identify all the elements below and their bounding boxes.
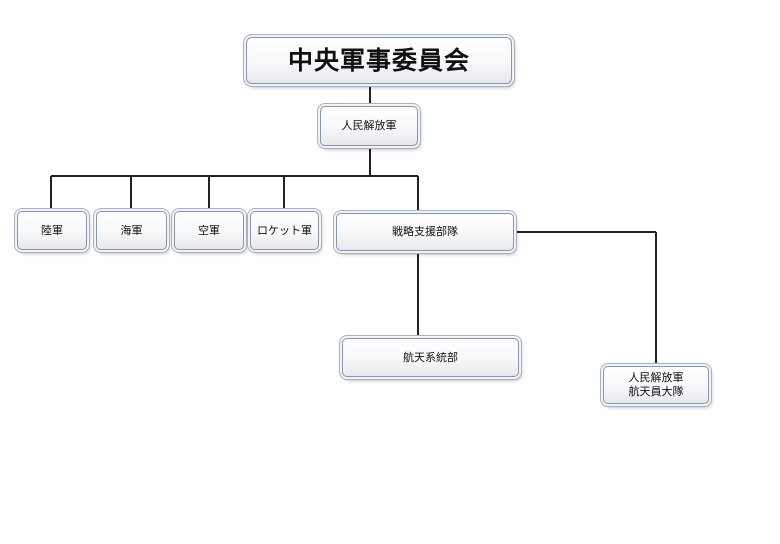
central-military-commission-label: 中央軍事委員会 bbox=[287, 45, 470, 75]
rocket-force-label: ロケット軍 bbox=[257, 223, 312, 237]
strategic-support-force-label: 戦略支援部隊 bbox=[392, 225, 458, 239]
central-military-commission-box: 中央軍事委員会 bbox=[246, 37, 512, 84]
rocket-force-box: ロケット軍 bbox=[250, 211, 319, 250]
pla-label: 人民解放軍 bbox=[341, 119, 397, 133]
strategic-support-force-box: 戦略支援部隊 bbox=[336, 213, 514, 251]
astronaut-corps-label: 人民解放軍 航天員大隊 bbox=[628, 371, 684, 398]
astronaut-corps-box: 人民解放軍 航天員大隊 bbox=[603, 366, 709, 404]
pla-box: 人民解放軍 bbox=[320, 106, 418, 146]
space-systems-department-box: 航天系統部 bbox=[342, 338, 519, 377]
army-label: 陸軍 bbox=[41, 223, 63, 237]
navy-box: 海軍 bbox=[96, 211, 167, 250]
air-force-label: 空軍 bbox=[198, 223, 220, 237]
air-force-box: 空軍 bbox=[174, 211, 244, 250]
space-systems-department-label: 航天系統部 bbox=[403, 350, 458, 364]
navy-label: 海軍 bbox=[120, 223, 143, 237]
army-box: 陸軍 bbox=[17, 211, 87, 250]
